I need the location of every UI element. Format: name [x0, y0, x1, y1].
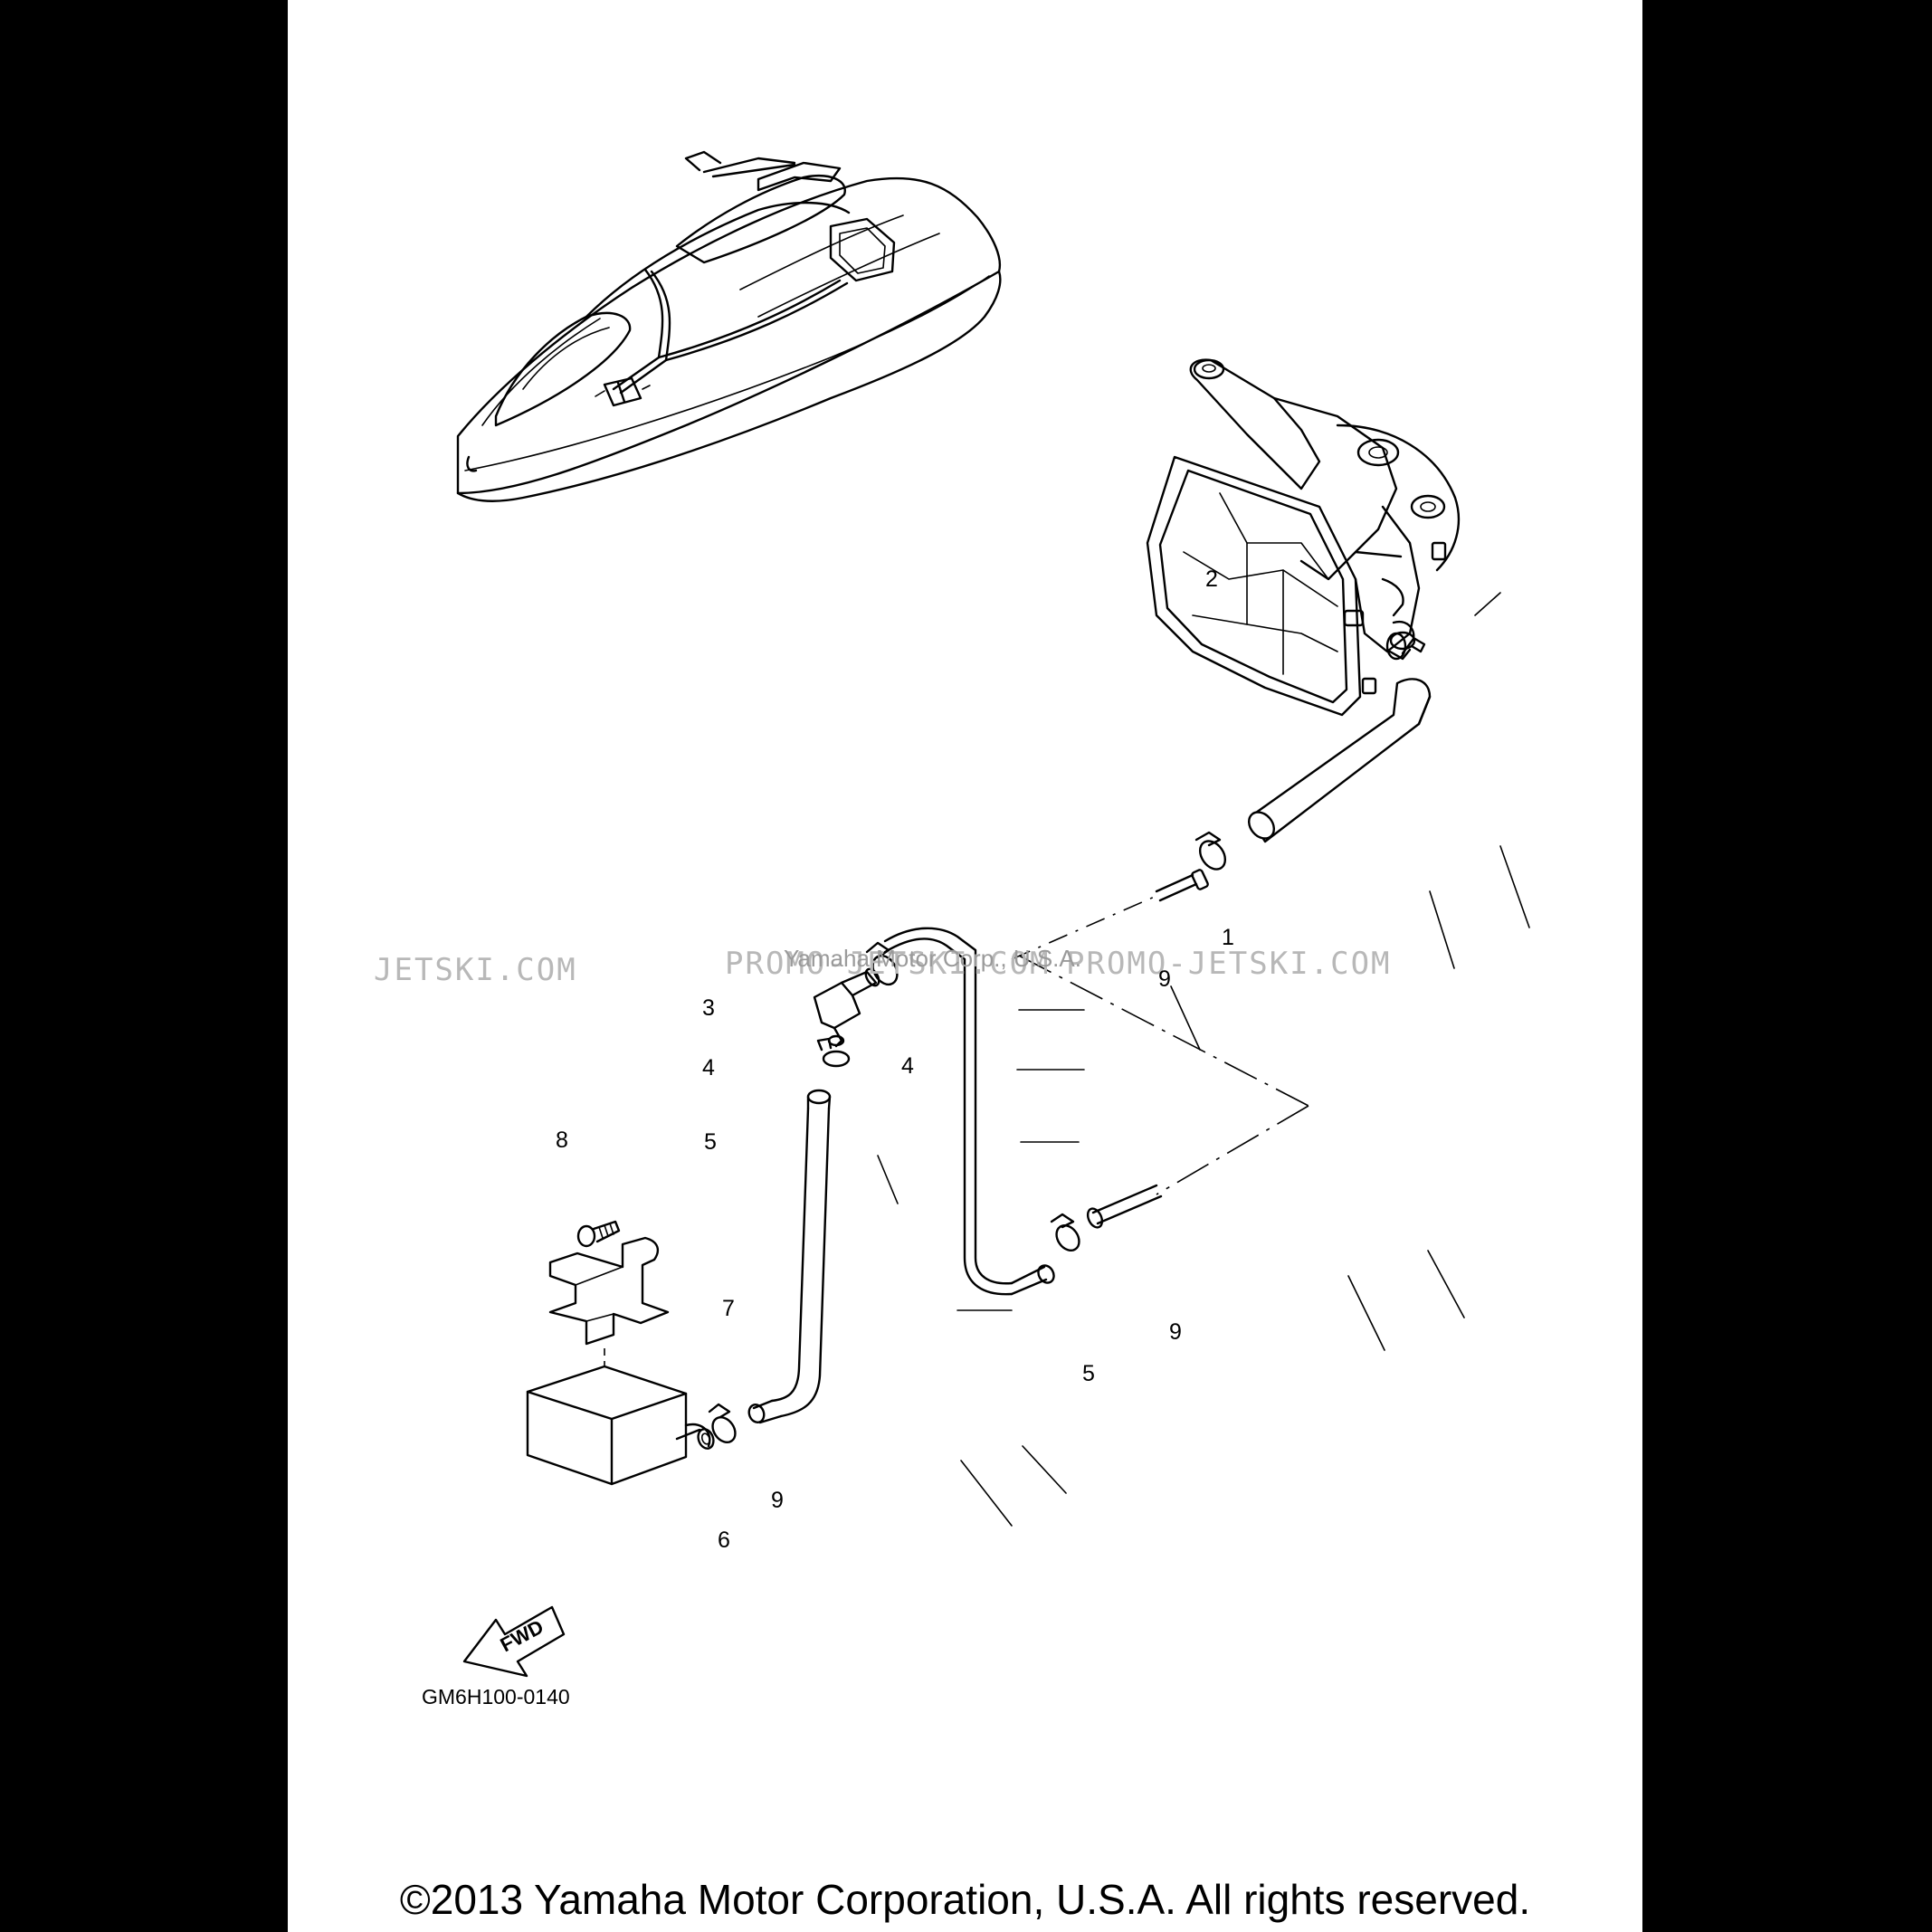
callout-5-right: 5 [1082, 1361, 1095, 1386]
hose-fitting-lower [1086, 1184, 1163, 1229]
callout-7: 7 [722, 1296, 735, 1321]
watermark-right: PROMO-JETSKI.COM [1066, 946, 1392, 982]
callout-4-right: 4 [901, 1053, 914, 1079]
callout-1: 1 [1222, 925, 1234, 950]
hose-clamp-4-right [865, 941, 899, 986]
part-code: GM6H100-0140 [422, 1685, 570, 1708]
screw-8 [576, 1220, 621, 1248]
reference-line [1156, 1105, 1309, 1195]
callout-3: 3 [702, 995, 715, 1021]
hose-5-right [883, 927, 1055, 1296]
callout-5-left: 5 [704, 1129, 717, 1155]
reference-line [1018, 955, 1309, 1107]
callout-4-left: 4 [702, 1055, 715, 1080]
callout-2: 2 [1205, 566, 1218, 592]
callout-9-upper: 9 [1158, 966, 1171, 992]
bracket-7 [548, 1236, 670, 1366]
watermark-overlay: Yamaha Motor Corp., U.S.A. [784, 945, 1081, 972]
watermark: JETSKI.COM PROMO-JETSKI.COM PROMO-JETSKI… [374, 945, 1392, 988]
callout-6: 6 [718, 1528, 730, 1553]
hose-clamp-4-left [816, 1037, 851, 1068]
callout-leaders [877, 592, 1530, 1527]
callout-9-left: 9 [771, 1488, 784, 1513]
copyright-notice: ©2013 Yamaha Motor Corporation, U.S.A. A… [399, 1876, 1531, 1923]
jetski-overview-illustration [456, 150, 1002, 502]
box-6 [526, 1365, 715, 1486]
hose-fitting-upper [1011, 869, 1209, 960]
hose-5-left [747, 1089, 832, 1424]
elbow-fitting-3 [813, 967, 880, 1048]
hose-1 [1248, 620, 1432, 843]
hose-clamp-9-left [708, 1403, 737, 1444]
callout-8: 8 [556, 1128, 568, 1153]
jet-pump-housing-illustration [1146, 358, 1461, 717]
hose-clamp-9-right [1050, 1213, 1080, 1252]
exploded-parts-diagram: JETSKI.COM PROMO-JETSKI.COM PROMO-JETSKI… [374, 150, 1530, 1708]
diagram-sheet: JETSKI.COM PROMO-JETSKI.COM PROMO-JETSKI… [288, 0, 1642, 1932]
watermark-left: JETSKI.COM [374, 952, 577, 988]
forward-arrow: FWD [462, 1605, 566, 1678]
hose-clamp-2 [1389, 631, 1426, 653]
watermark-center: PROMO-JETSKI.COM [725, 946, 1051, 982]
callout-9-right: 9 [1169, 1319, 1182, 1345]
hose-clamp-9-upper [1194, 831, 1227, 871]
